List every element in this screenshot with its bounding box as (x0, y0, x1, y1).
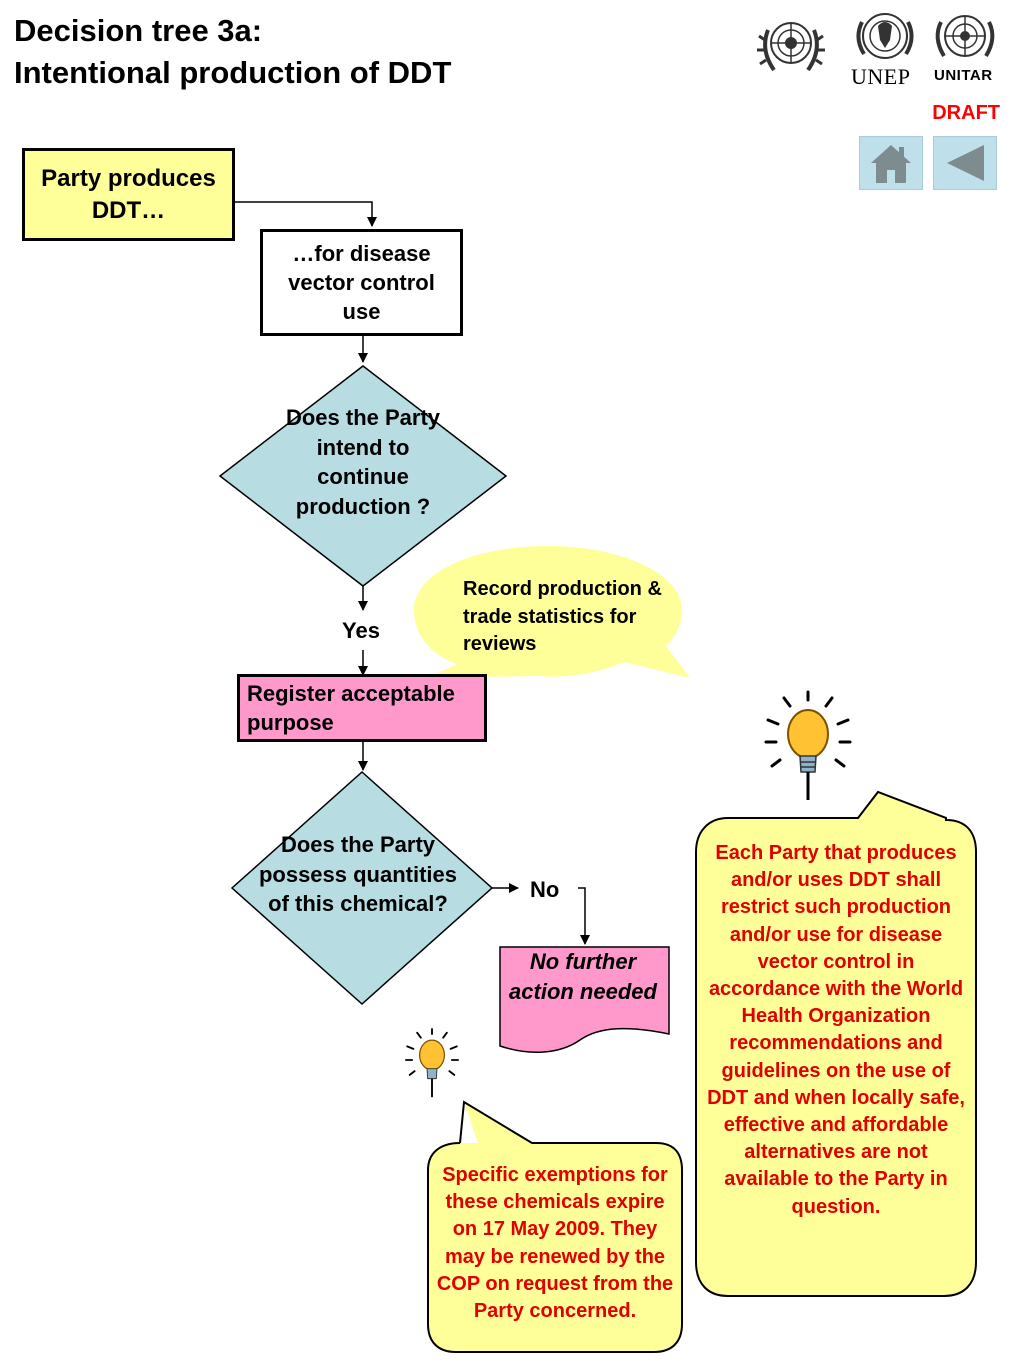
decision-continue-production-shape (218, 365, 508, 587)
decision-continue-production-text: Does the Party intend to continue produc… (285, 405, 441, 519)
connector-start-to-disease (234, 201, 377, 227)
exemption-callout-bubble (428, 1102, 682, 1352)
exemption-note-text: Specific exemptions for these chemicals … (436, 1164, 674, 1323)
label-yes: Yes (342, 618, 380, 643)
unep-emblem-icon (850, 8, 920, 71)
node-disease-vector-control: …for disease vector control use (260, 229, 463, 336)
label-no: No (530, 877, 560, 902)
home-button[interactable] (859, 136, 923, 190)
title-line-1: Decision tree 3a: (14, 13, 263, 48)
record-callout-text: Record production & trade statistics for… (463, 578, 662, 655)
connector-no-to-action (578, 887, 590, 945)
lightbulb-icon-small (405, 1028, 459, 1098)
no-further-action-shape (499, 946, 670, 1053)
un-emblem-icon (756, 10, 826, 87)
unitar-emblem-icon (930, 8, 1000, 71)
back-button[interactable] (933, 136, 997, 190)
record-callout-bubble (414, 546, 690, 678)
decision-possess-quantities-text: Does the Party possess quantities of thi… (258, 832, 458, 916)
draft-label: DRAFT (932, 102, 1000, 124)
decision-possess-quantities-shape (230, 770, 494, 1006)
home-icon (871, 145, 911, 183)
unep-label: UNEP (851, 64, 911, 89)
lightbulb-icon-large (764, 690, 852, 800)
page-title: Decision tree 3a: Intentional production… (14, 10, 451, 94)
node-party-produces-ddt: Party produces DDT… (22, 148, 235, 241)
unitar-label: UNITAR (934, 67, 993, 84)
who-callout-bubble (695, 790, 977, 1297)
back-arrow-icon (947, 145, 984, 181)
node-no-further-action-text: No further action needed (509, 949, 657, 1004)
who-note-text: Each Party that produces and/or uses DDT… (707, 842, 965, 1218)
node-register-acceptable-purpose: Register acceptable purpose (237, 674, 487, 742)
title-line-2: Intentional production of DDT (14, 55, 452, 90)
